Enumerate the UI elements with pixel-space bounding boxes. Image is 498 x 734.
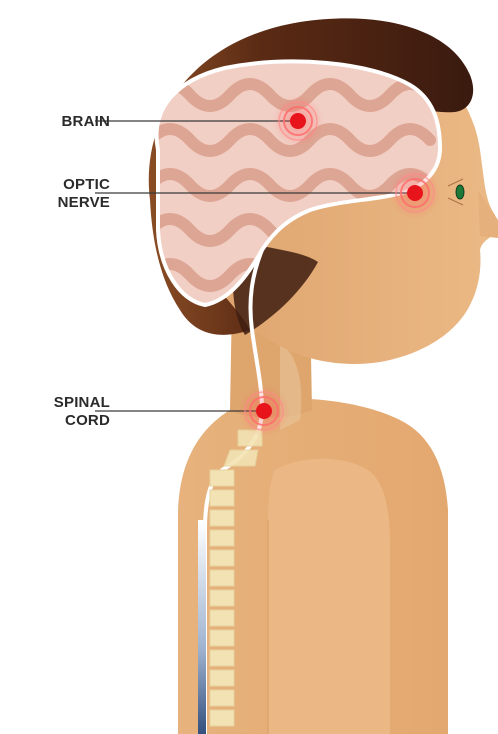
optic-nerve-label-line1: OPTIC: [0, 176, 110, 194]
spinal-cord-label: SPINAL CORD: [0, 394, 110, 430]
optic-nerve-label-line2: NERVE: [0, 194, 110, 212]
eye-icon: [456, 185, 464, 199]
spinal-cord-label-line2: CORD: [0, 412, 110, 430]
optic-nerve-marker-icon: [389, 167, 441, 219]
spinal-cord-marker-icon: [238, 385, 290, 437]
spinal-cord-label-line1: SPINAL: [0, 394, 110, 412]
brain-label: BRAIN: [0, 113, 110, 131]
optic-nerve-label: OPTIC NERVE: [0, 176, 110, 212]
brain-label-text: BRAIN: [0, 113, 110, 131]
brain-marker-icon: [272, 95, 324, 147]
